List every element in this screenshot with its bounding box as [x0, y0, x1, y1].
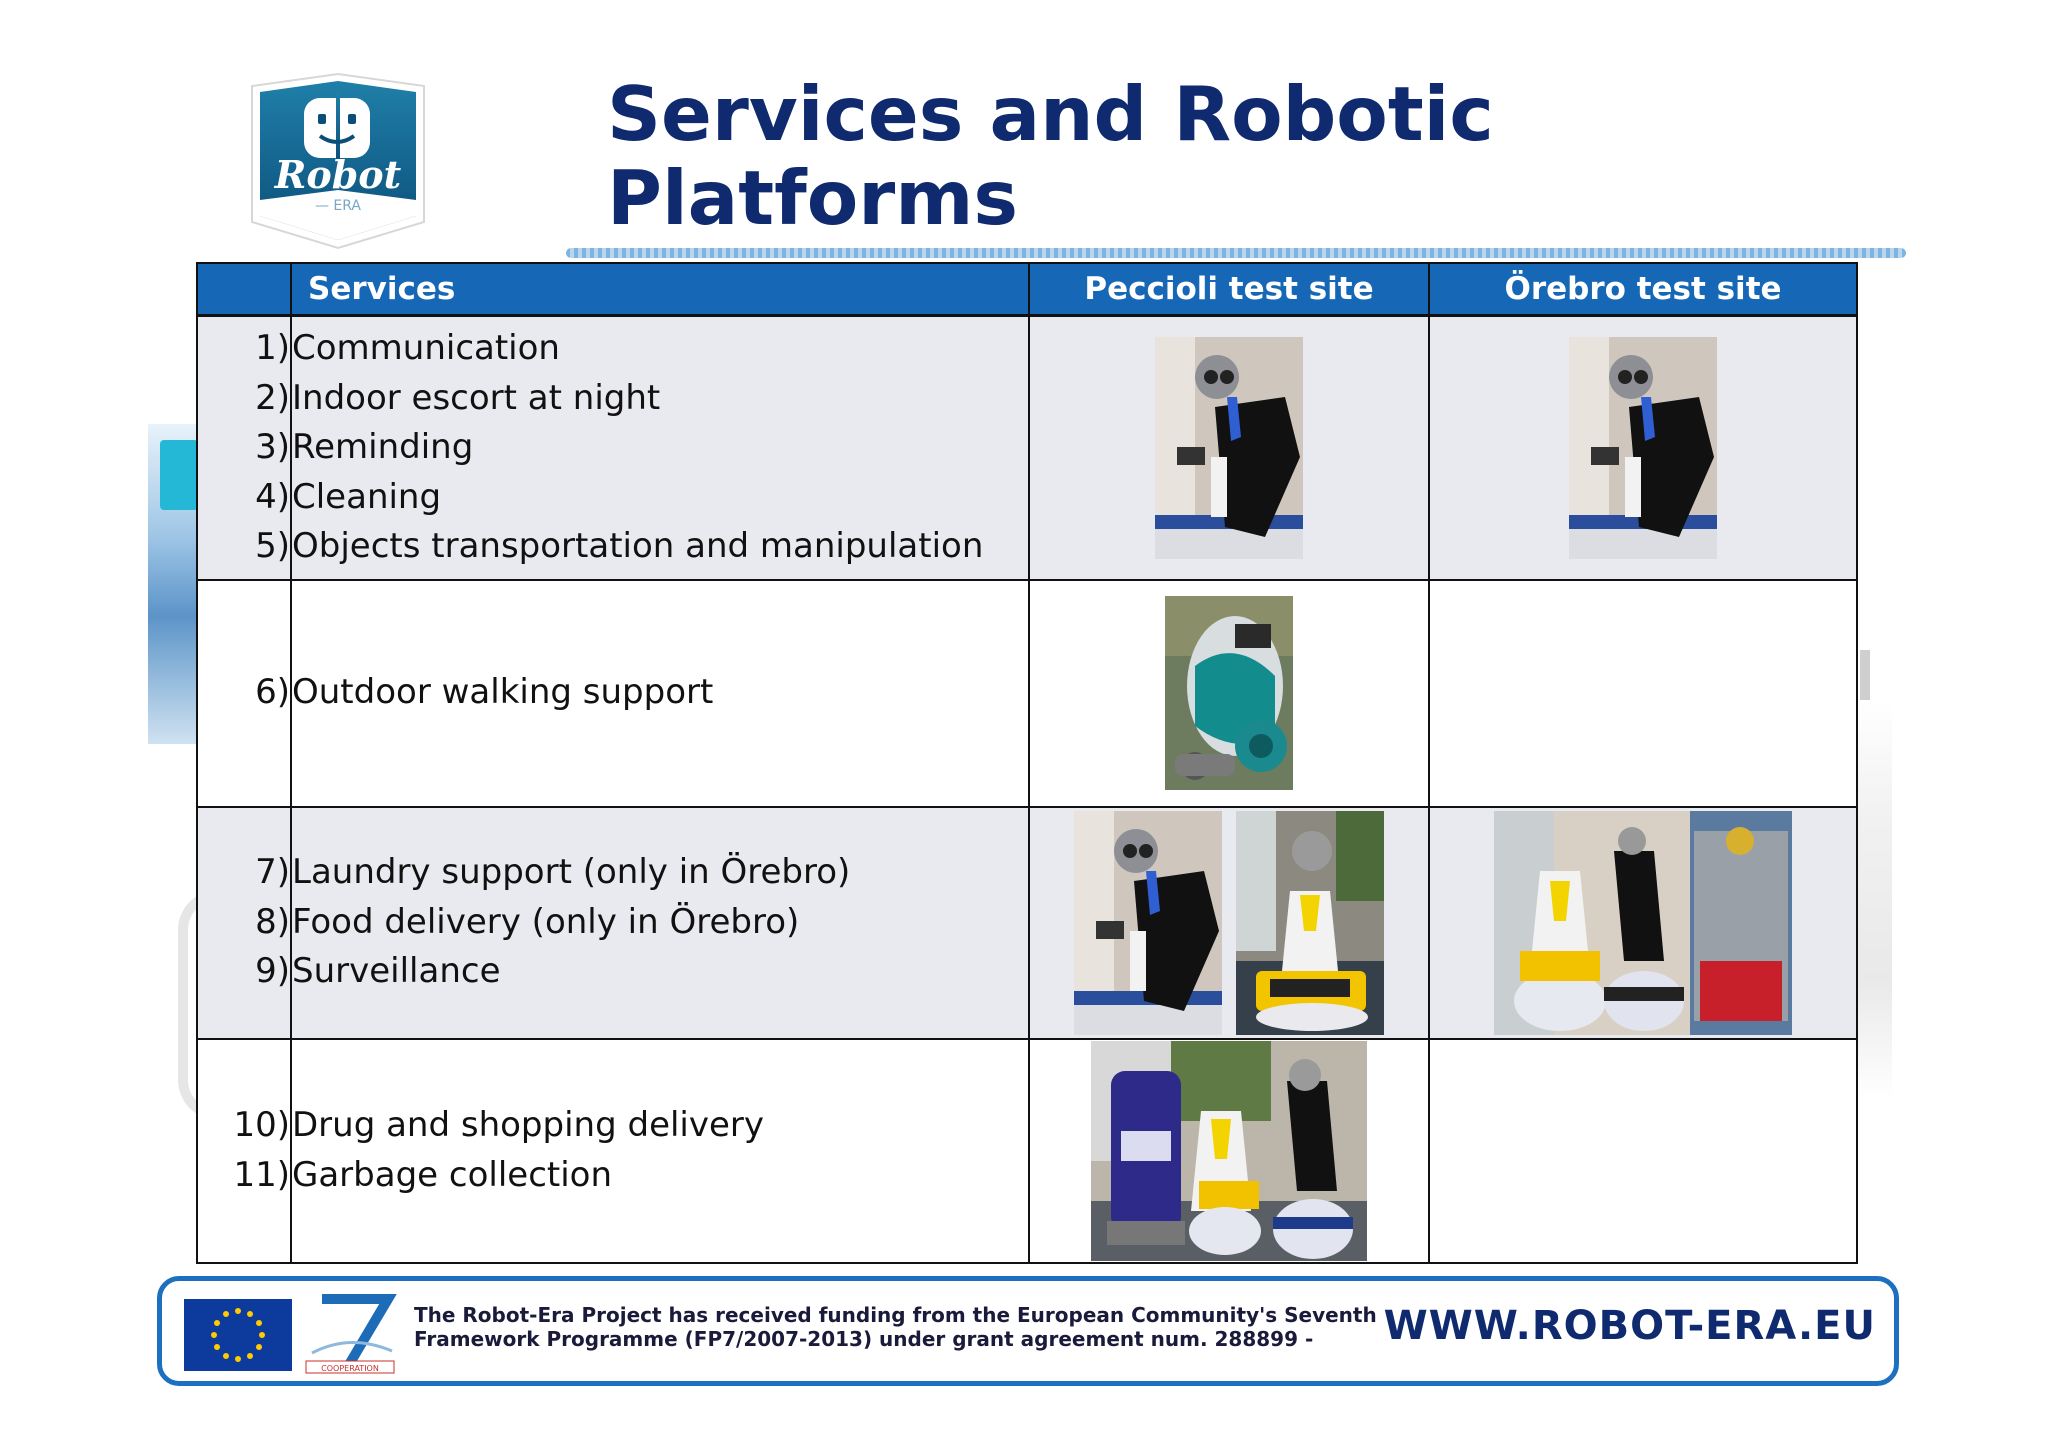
service-number: 10) — [233, 1105, 290, 1145]
table-row: 6) Outdoor walking support — [196, 578, 1858, 808]
service-number: 4) — [255, 476, 290, 517]
service-numbers: 6) — [196, 578, 292, 808]
funding-line-2: Framework Programme (FP7/2007-2013) unde… — [414, 1327, 1314, 1351]
orebro-cell — [1428, 578, 1858, 808]
table-header-row: Services Peccioli test site Örebro test … — [196, 262, 1858, 317]
funding-text: The Robot-Era Project has received fundi… — [414, 1303, 1414, 1351]
doro-robot-photo — [1569, 336, 1717, 559]
robot-fleet-photo — [1091, 1040, 1367, 1261]
service-number: 6) — [255, 672, 290, 713]
header-services: Services — [290, 262, 1030, 317]
robot-group-photo — [1494, 810, 1792, 1035]
peccioli-cell — [1028, 578, 1430, 808]
fp7-logo-icon: COOPERATION — [305, 1294, 397, 1374]
service-numbers: 7) 8) 9) — [196, 805, 292, 1040]
background-shape-right — [1856, 700, 1892, 1100]
service-name: Surveillance — [292, 951, 501, 992]
header-peccioli: Peccioli test site — [1028, 262, 1430, 317]
services-table: Services Peccioli test site Örebro test … — [196, 262, 1858, 1264]
service-names: Laundry support (only in Örebro) Food de… — [290, 805, 1030, 1040]
service-name: Outdoor walking support — [292, 672, 714, 713]
table-row: 10) 11) Drug and shopping delivery Garba… — [196, 1037, 1858, 1264]
orebro-cell — [1428, 1037, 1858, 1264]
orebro-cell — [1428, 314, 1858, 581]
service-name: Drug and shopping delivery — [292, 1105, 765, 1145]
table-row: 1) 2) 3) 4) 5) Communication Indoor esco… — [196, 314, 1858, 581]
service-name: Indoor escort at night — [292, 377, 661, 418]
service-name: Food delivery (only in Örebro) — [292, 901, 800, 942]
service-number: 1) — [255, 328, 290, 368]
service-names: Communication Indoor escort at night Rem… — [290, 314, 1030, 581]
service-number: 9) — [255, 951, 290, 992]
service-name: Communication — [292, 328, 560, 368]
service-numbers: 10) 11) — [196, 1037, 292, 1264]
service-names: Outdoor walking support — [290, 578, 1030, 808]
footer-banner: COOPERATION The Robot-Era Project has re… — [157, 1276, 1899, 1386]
funding-line-1: The Robot-Era Project has received fundi… — [414, 1303, 1377, 1327]
service-numbers: 1) 2) 3) 4) 5) — [196, 314, 292, 581]
service-number: 3) — [255, 427, 290, 467]
service-name: Objects transportation and manipulation — [292, 526, 984, 566]
robot-era-logo: Robot — ERA — [246, 72, 430, 250]
table-row: 7) 8) 9) Laundry support (only in Örebro… — [196, 805, 1858, 1040]
page-title: Services and Robotic Platforms — [607, 72, 1607, 240]
service-number: 5) — [255, 526, 290, 566]
title-underline — [566, 248, 1906, 258]
title-line-1: Services and Robotic — [607, 70, 1494, 158]
service-number: 7) — [255, 852, 290, 893]
eu-flag-icon — [184, 1299, 292, 1371]
service-name: Laundry support (only in Örebro) — [292, 852, 851, 893]
service-name: Reminding — [292, 427, 474, 467]
service-number: 2) — [255, 377, 290, 418]
logo-subtitle: — ERA — [315, 198, 361, 214]
service-number: 11) — [233, 1154, 290, 1195]
oro-robot-photo — [1165, 596, 1293, 790]
doro-robot-photo — [1155, 336, 1303, 559]
service-name: Cleaning — [292, 476, 442, 517]
logo-wordmark: Robot — [274, 152, 402, 197]
background-icon-left — [160, 440, 198, 510]
title-line-2: Platforms — [607, 154, 1019, 242]
header-number — [196, 262, 292, 317]
header-orebro: Örebro test site — [1428, 262, 1858, 317]
coro-robot-photo — [1236, 810, 1384, 1035]
orebro-cell — [1428, 805, 1858, 1040]
doro-robot-photo — [1074, 810, 1222, 1035]
service-number: 8) — [255, 901, 290, 942]
service-names: Drug and shopping delivery Garbage colle… — [290, 1037, 1030, 1264]
fp7-label: COOPERATION — [321, 1364, 379, 1373]
peccioli-cell — [1028, 805, 1430, 1040]
service-name: Garbage collection — [292, 1154, 613, 1195]
website-link[interactable]: WWW.ROBOT-ERA.EU — [1383, 1303, 1876, 1349]
peccioli-cell — [1028, 314, 1430, 581]
peccioli-cell — [1028, 1037, 1430, 1264]
